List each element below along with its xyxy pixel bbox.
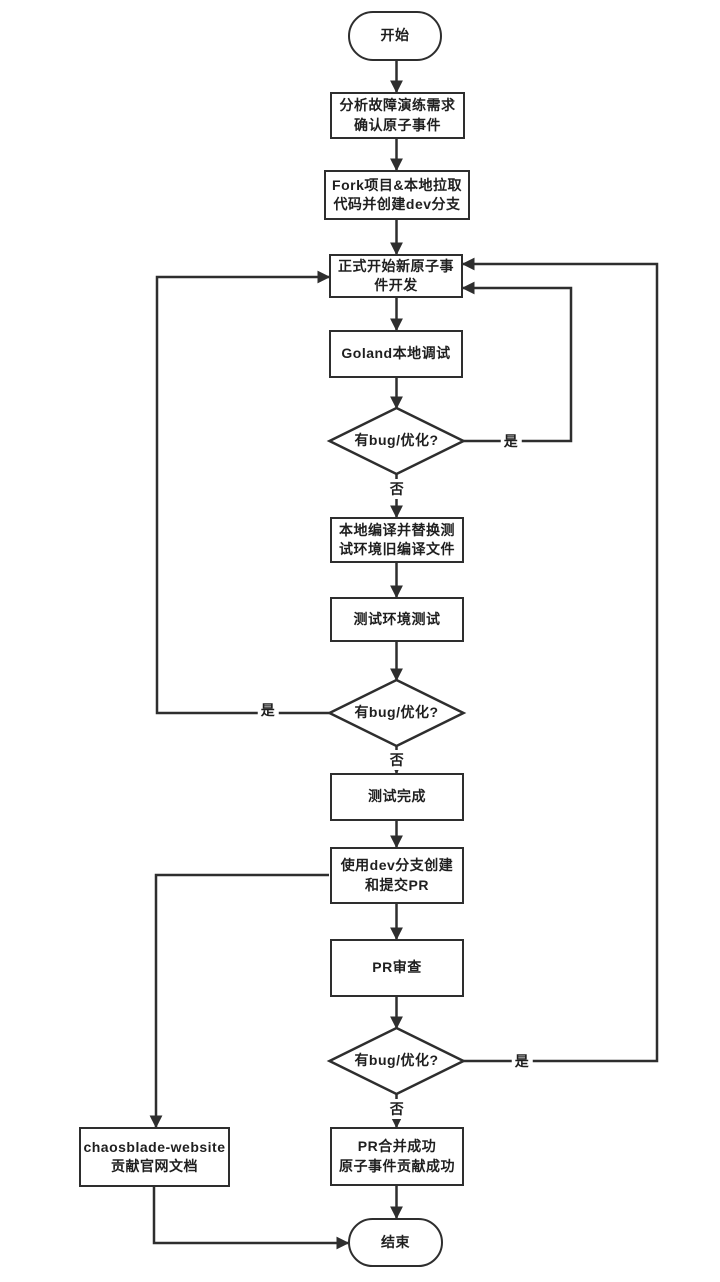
node-createpr-line1: 使用dev分支创建 — [340, 857, 454, 874]
node-fork-line2: 代码并创建dev分支 — [333, 196, 461, 212]
node-test-complete: 测试完成 — [330, 773, 464, 821]
decision-bug-after-review-label: 有bug/优化? — [354, 1052, 439, 1069]
edge-website-to-end — [152, 1187, 350, 1250]
flow-edges — [149, 61, 659, 1250]
node-website-line2: 贡献官网文档 — [111, 1158, 198, 1174]
decision-bug-after-review: 有bug/优化? — [329, 1028, 464, 1094]
decision-bug-after-debug: 有bug/优化? — [329, 408, 464, 474]
edge-decision3-yes-loop — [461, 257, 659, 1063]
node-fork-line1: Fork项目&本地拉取 — [332, 176, 462, 193]
node-merged-line1: PR合并成功 — [357, 1138, 437, 1155]
node-merged-line2: 原子事件贡献成功 — [339, 1157, 455, 1174]
node-fork-project: Fork项目&本地拉取 代码并创建dev分支 — [324, 170, 470, 220]
node-website-line1: chaosblade-website — [83, 1138, 226, 1155]
node-end-label: 结束 — [381, 1233, 410, 1250]
label-no-after-review: 否 — [386, 1099, 408, 1119]
node-goland-label: Goland本地调试 — [341, 345, 451, 362]
decision-bug-after-test: 有bug/优化? — [329, 680, 464, 746]
node-analyze-requirements: 分析故障演练需求 确认原子事件 — [330, 92, 465, 139]
label-yes-after-review: 是 — [511, 1051, 533, 1071]
label-no-after-debug: 否 — [386, 479, 408, 499]
node-compile-line2: 试环境旧编译文件 — [339, 541, 455, 557]
label-yes-after-debug: 是 — [500, 431, 522, 451]
edge-createpr-to-website — [149, 873, 329, 1129]
node-test-env-testing: 测试环境测试 — [330, 597, 464, 642]
decision-bug-after-test-label: 有bug/优化? — [354, 704, 439, 721]
node-create-pr: 使用dev分支创建 和提交PR — [330, 847, 464, 904]
node-develop-line1: 正式开始新原子事 — [338, 257, 454, 274]
node-website-docs: chaosblade-website 贡献官网文档 — [79, 1127, 230, 1187]
node-start-label: 开始 — [380, 27, 410, 44]
edge-decision1-yes-loop — [461, 281, 573, 443]
node-develop-line2: 件开发 — [374, 277, 418, 293]
node-local-compile: 本地编译并替换测 试环境旧编译文件 — [330, 517, 464, 563]
node-pr-merged: PR合并成功 原子事件贡献成功 — [330, 1127, 464, 1186]
node-start-development: 正式开始新原子事 件开发 — [329, 254, 463, 298]
node-testdone-label: 测试完成 — [368, 788, 426, 805]
label-yes-after-test: 是 — [257, 700, 279, 720]
node-compile-line1: 本地编译并替换测 — [339, 521, 455, 538]
node-analyze-line2: 确认原子事件 — [354, 116, 441, 133]
node-goland-debug: Goland本地调试 — [329, 330, 463, 378]
node-createpr-line2: 和提交PR — [365, 876, 429, 893]
label-no-after-test: 否 — [386, 750, 408, 770]
node-testenv-label: 测试环境测试 — [353, 610, 441, 627]
node-end: 结束 — [348, 1218, 443, 1267]
node-review-label: PR审查 — [372, 959, 422, 976]
edge-decision2-yes-loop — [155, 270, 331, 715]
decision-shapes — [326, 406, 467, 1096]
node-start: 开始 — [348, 11, 442, 61]
node-analyze-line1: 分析故障演练需求 — [339, 97, 456, 114]
node-pr-review: PR审查 — [330, 939, 464, 997]
decision-bug-after-debug-label: 有bug/优化? — [354, 432, 439, 449]
